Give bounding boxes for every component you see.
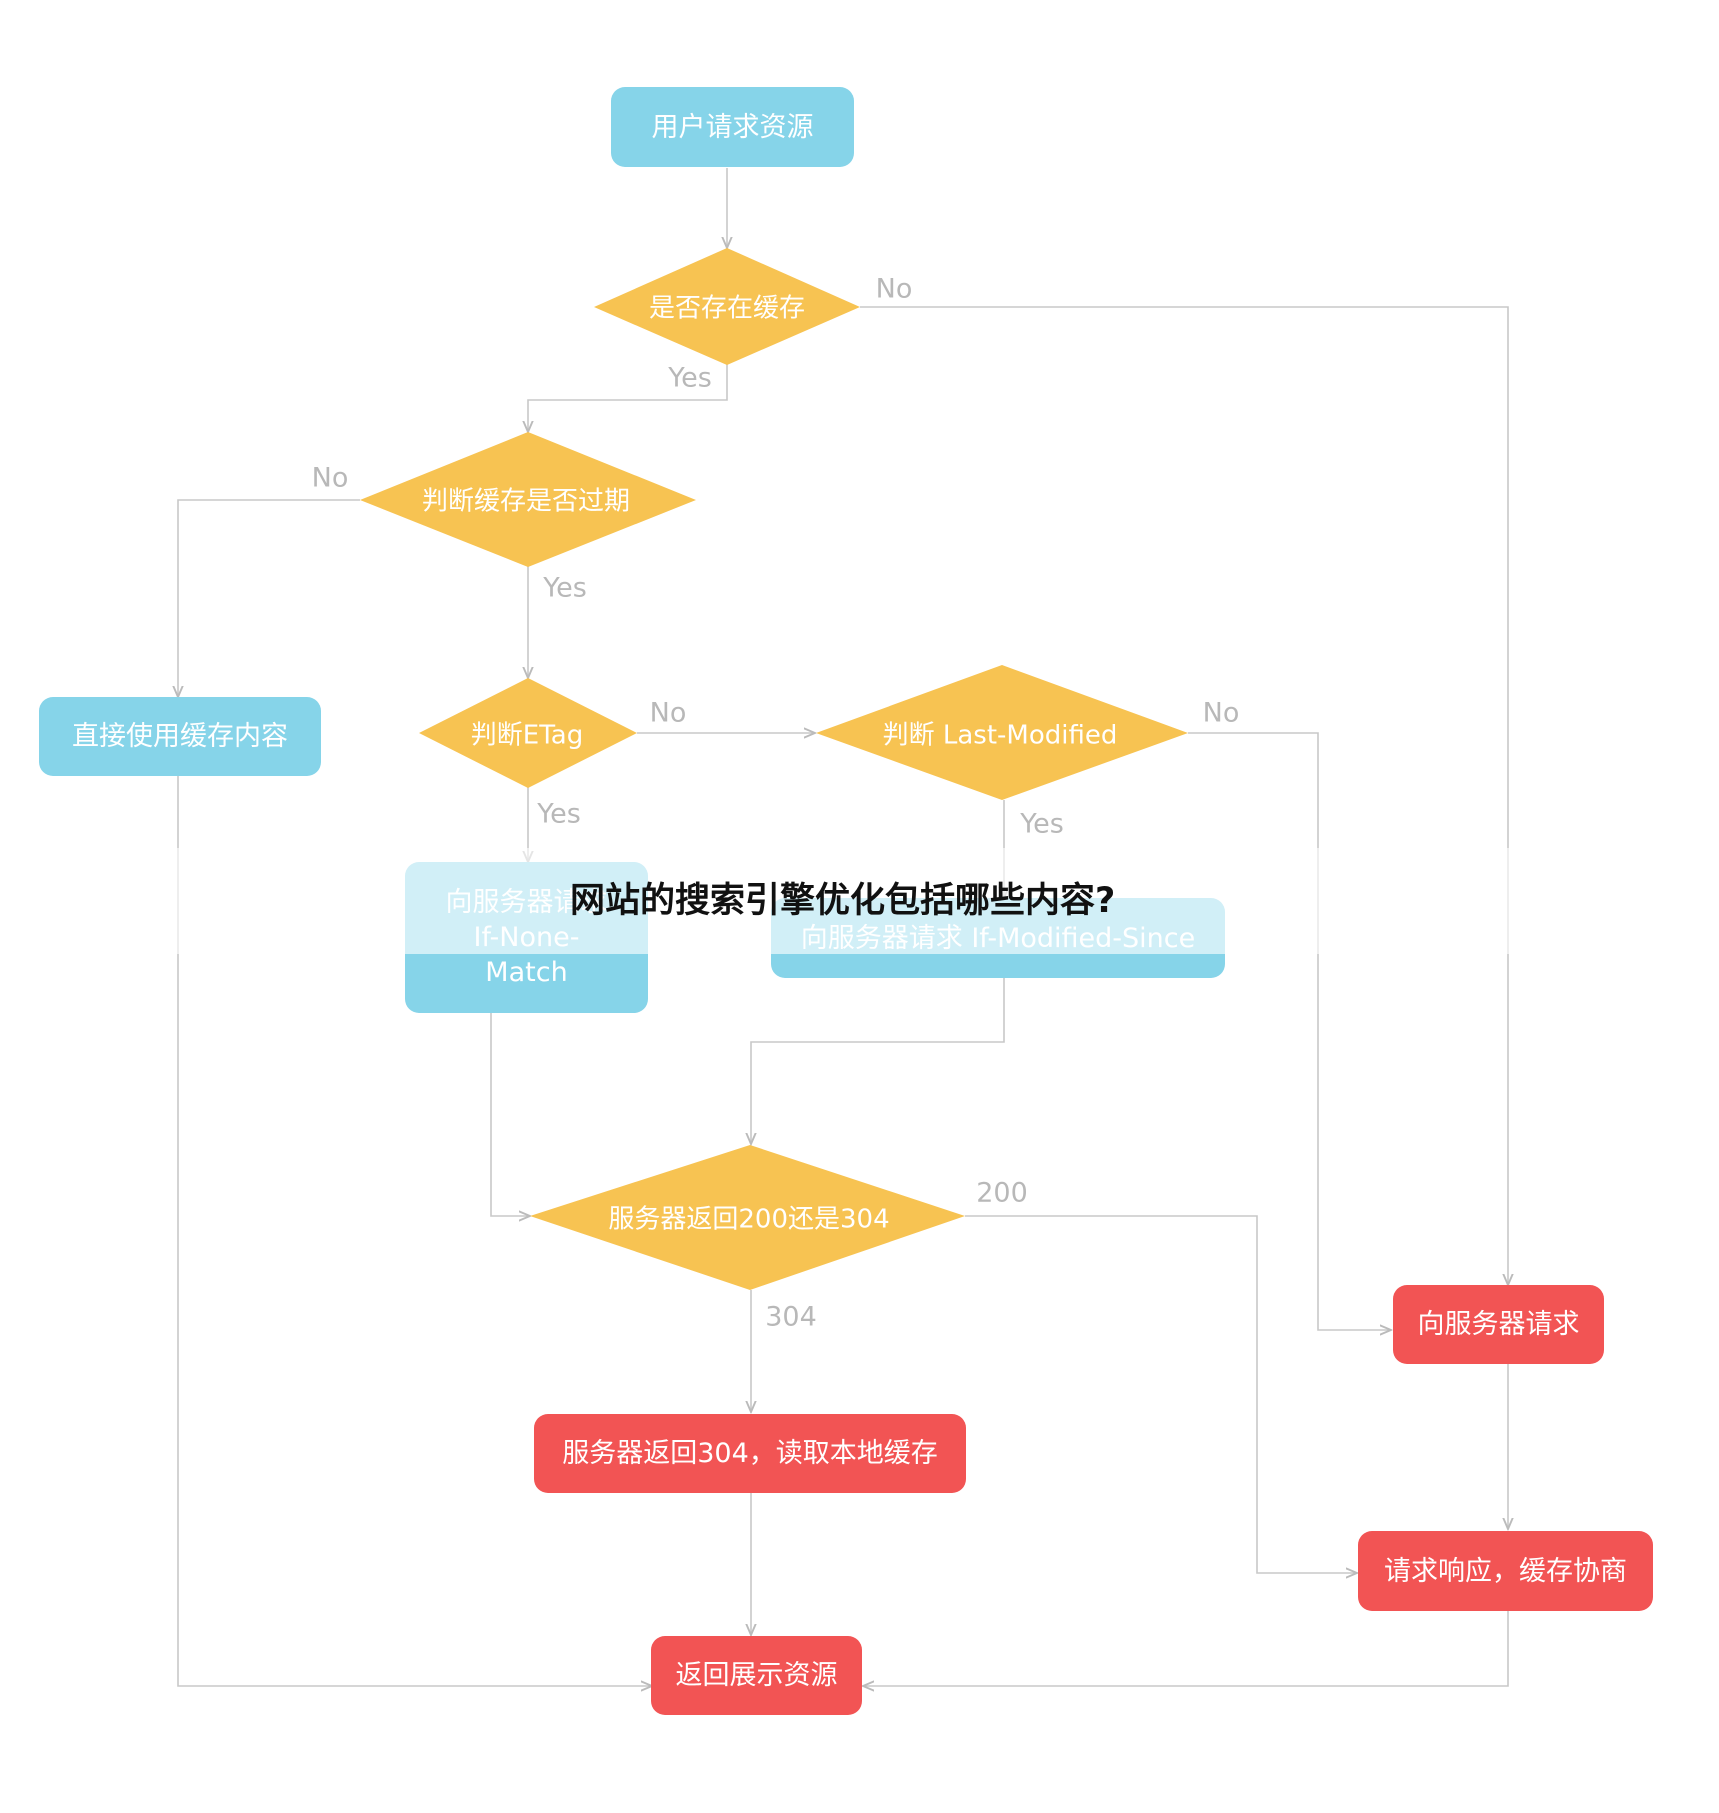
edge-label-has-cache-no: No	[875, 273, 913, 305]
edge-expired-no	[178, 499, 360, 697]
edge-code-200	[965, 1215, 1357, 1573]
node-request-server: 向服务器请求	[1393, 1285, 1604, 1364]
decision-etag	[419, 678, 637, 788]
node-use-cache: 直接使用缓存内容	[39, 697, 321, 776]
edge-negotiate-to-show	[863, 1610, 1509, 1686]
edge-ifnonematch-to-server	[490, 1013, 530, 1216]
decision-server-returns-label: 服务器返回200还是304	[608, 1204, 890, 1235]
edge-label-etag-yes: Yes	[537, 798, 581, 830]
edge-label-lastmod-no: No	[1202, 697, 1240, 729]
edge-label-code-200: 200	[976, 1177, 1028, 1209]
edge-label-code-304: 304	[765, 1301, 817, 1333]
edge-usecache-to-show	[177, 775, 652, 1686]
edge-lastmod-no	[1188, 732, 1391, 1330]
decision-server-returns	[530, 1145, 965, 1290]
node-start: 用户请求资源	[611, 87, 854, 167]
title-overlay-band	[0, 848, 1719, 954]
node-show-resource: 返回展示资源	[651, 1636, 862, 1715]
node-negotiate: 请求响应，缓存协商	[1358, 1531, 1653, 1611]
edge-label-has-cache-yes: Yes	[668, 362, 712, 394]
edge-ifmodified-to-server	[751, 978, 1005, 1144]
edge-label-expired-no: No	[311, 462, 349, 494]
decision-cache-expired-label: 判断缓存是否过期	[421, 486, 631, 517]
decision-has-cache-label: 是否存在缓存	[648, 293, 806, 324]
edge-has-cache-yes	[528, 362, 728, 432]
edge-label-lastmod-yes: Yes	[1020, 808, 1064, 840]
decision-etag-label: 判断ETag	[470, 720, 584, 751]
edge-label-expired-yes: Yes	[543, 572, 587, 604]
edge-has-cache-no	[860, 306, 1508, 1285]
page-title: 网站的搜索引擎优化包括哪些内容?	[570, 881, 1116, 921]
node-read-local: 服务器返回304，读取本地缓存	[534, 1414, 966, 1493]
edge-label-etag-no: No	[649, 697, 687, 729]
decision-cache-expired	[360, 432, 696, 567]
decision-last-modified	[816, 665, 1188, 800]
decision-last-modified-label: 判断 Last-Modified	[882, 720, 1118, 751]
decision-has-cache	[594, 248, 860, 365]
